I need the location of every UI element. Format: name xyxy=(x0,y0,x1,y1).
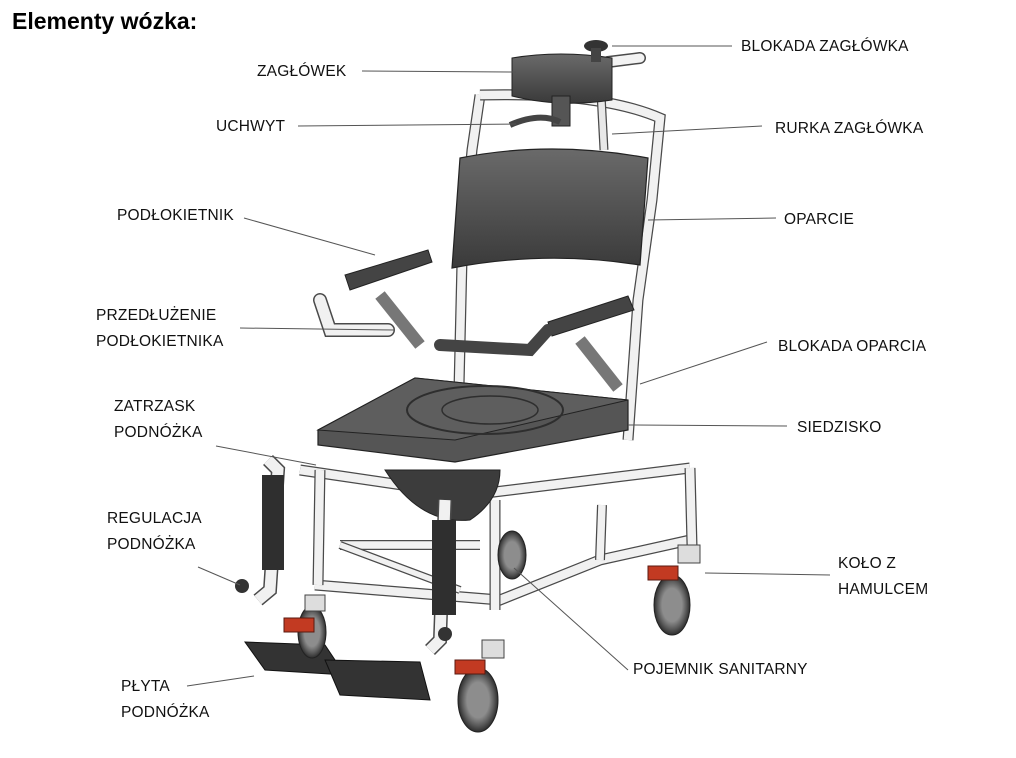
label-handle: UCHWYT xyxy=(216,118,286,135)
label-footrest-latch-line1: ZATRZASK xyxy=(114,398,196,415)
label-wheel-brake-line2: HAMULCEM xyxy=(838,581,929,598)
label-armrest-extension-line2: PODŁOKIETNIKA xyxy=(96,333,224,350)
headrest-part xyxy=(508,40,613,128)
wheels xyxy=(283,530,701,733)
label-backrest-lock: BLOKADA OPARCIA xyxy=(778,338,927,355)
label-armrest: PODŁOKIETNIK xyxy=(117,207,234,224)
label-backrest: OPARCIE xyxy=(784,211,855,228)
label-footrest-adjust-line2: PODNÓŻKA xyxy=(107,536,196,553)
label-sanitary-container: POJEMNIK SANITARNY xyxy=(633,661,808,678)
label-wheel-brake-line1: KOŁO Z xyxy=(838,555,897,572)
label-headrest-lock: BLOKADA ZAGŁÓWKA xyxy=(741,38,909,55)
armrests xyxy=(313,249,635,392)
diagram-title: Elementy wózka: xyxy=(12,8,198,34)
seat-part xyxy=(316,377,629,521)
label-seat: SIEDZISKO xyxy=(797,419,882,436)
leader-lines xyxy=(186,45,831,687)
label-armrest-extension-line1: PRZEDŁUŻENIE xyxy=(96,307,217,324)
label-footrest-adjust-line1: REGULACJA xyxy=(107,510,202,527)
backrest-part xyxy=(451,148,649,269)
label-footrest-latch-line2: PODNÓŻKA xyxy=(114,424,203,441)
label-footplate-line2: PODNÓŻKA xyxy=(121,704,210,721)
label-headrest-tube: RURKA ZAGŁÓWKA xyxy=(775,120,924,137)
label-headrest: ZAGŁÓWEK xyxy=(257,63,347,80)
label-footplate-line1: PŁYTA xyxy=(121,678,170,695)
